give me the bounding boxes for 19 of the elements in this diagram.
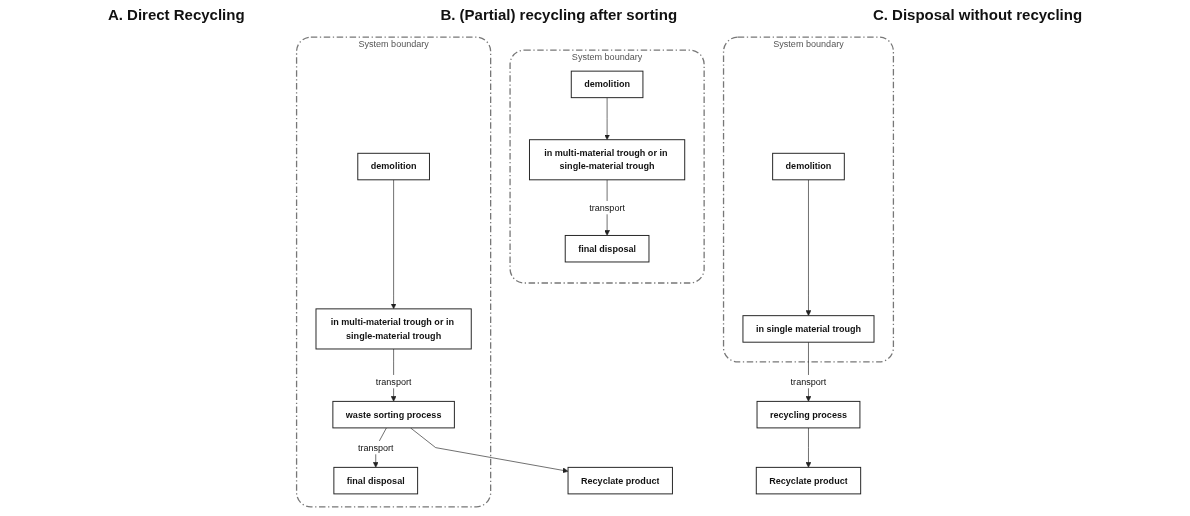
node-box: in multi-material trough or in single-material trough [529,139,686,181]
edge-label: transport [375,376,412,387]
edge-label: transport [357,442,394,453]
edge-label: transport [589,202,625,213]
node-box: in multi-material trough or in single-material trough [315,308,472,350]
node-box: demolition [357,152,430,181]
node-box: in single material trough [742,315,875,343]
node-box: Recyclate product [755,466,862,495]
node-box: waste sorting process [332,400,455,429]
node-box: final disposal [564,234,650,263]
node-box: recycling process [756,400,861,429]
node-box: demolition [570,70,644,99]
node-box: final disposal [333,466,419,495]
edge-label: transport [790,376,827,387]
node-box: demolition [772,152,845,181]
node-box: Recyclate product [567,466,673,495]
panel-heading: A. Direct Recycling [107,6,245,25]
panel-heading: C. Disposal without recycling [872,6,1083,25]
panel-heading: B. (Partial) recycling after sorting [440,6,678,25]
